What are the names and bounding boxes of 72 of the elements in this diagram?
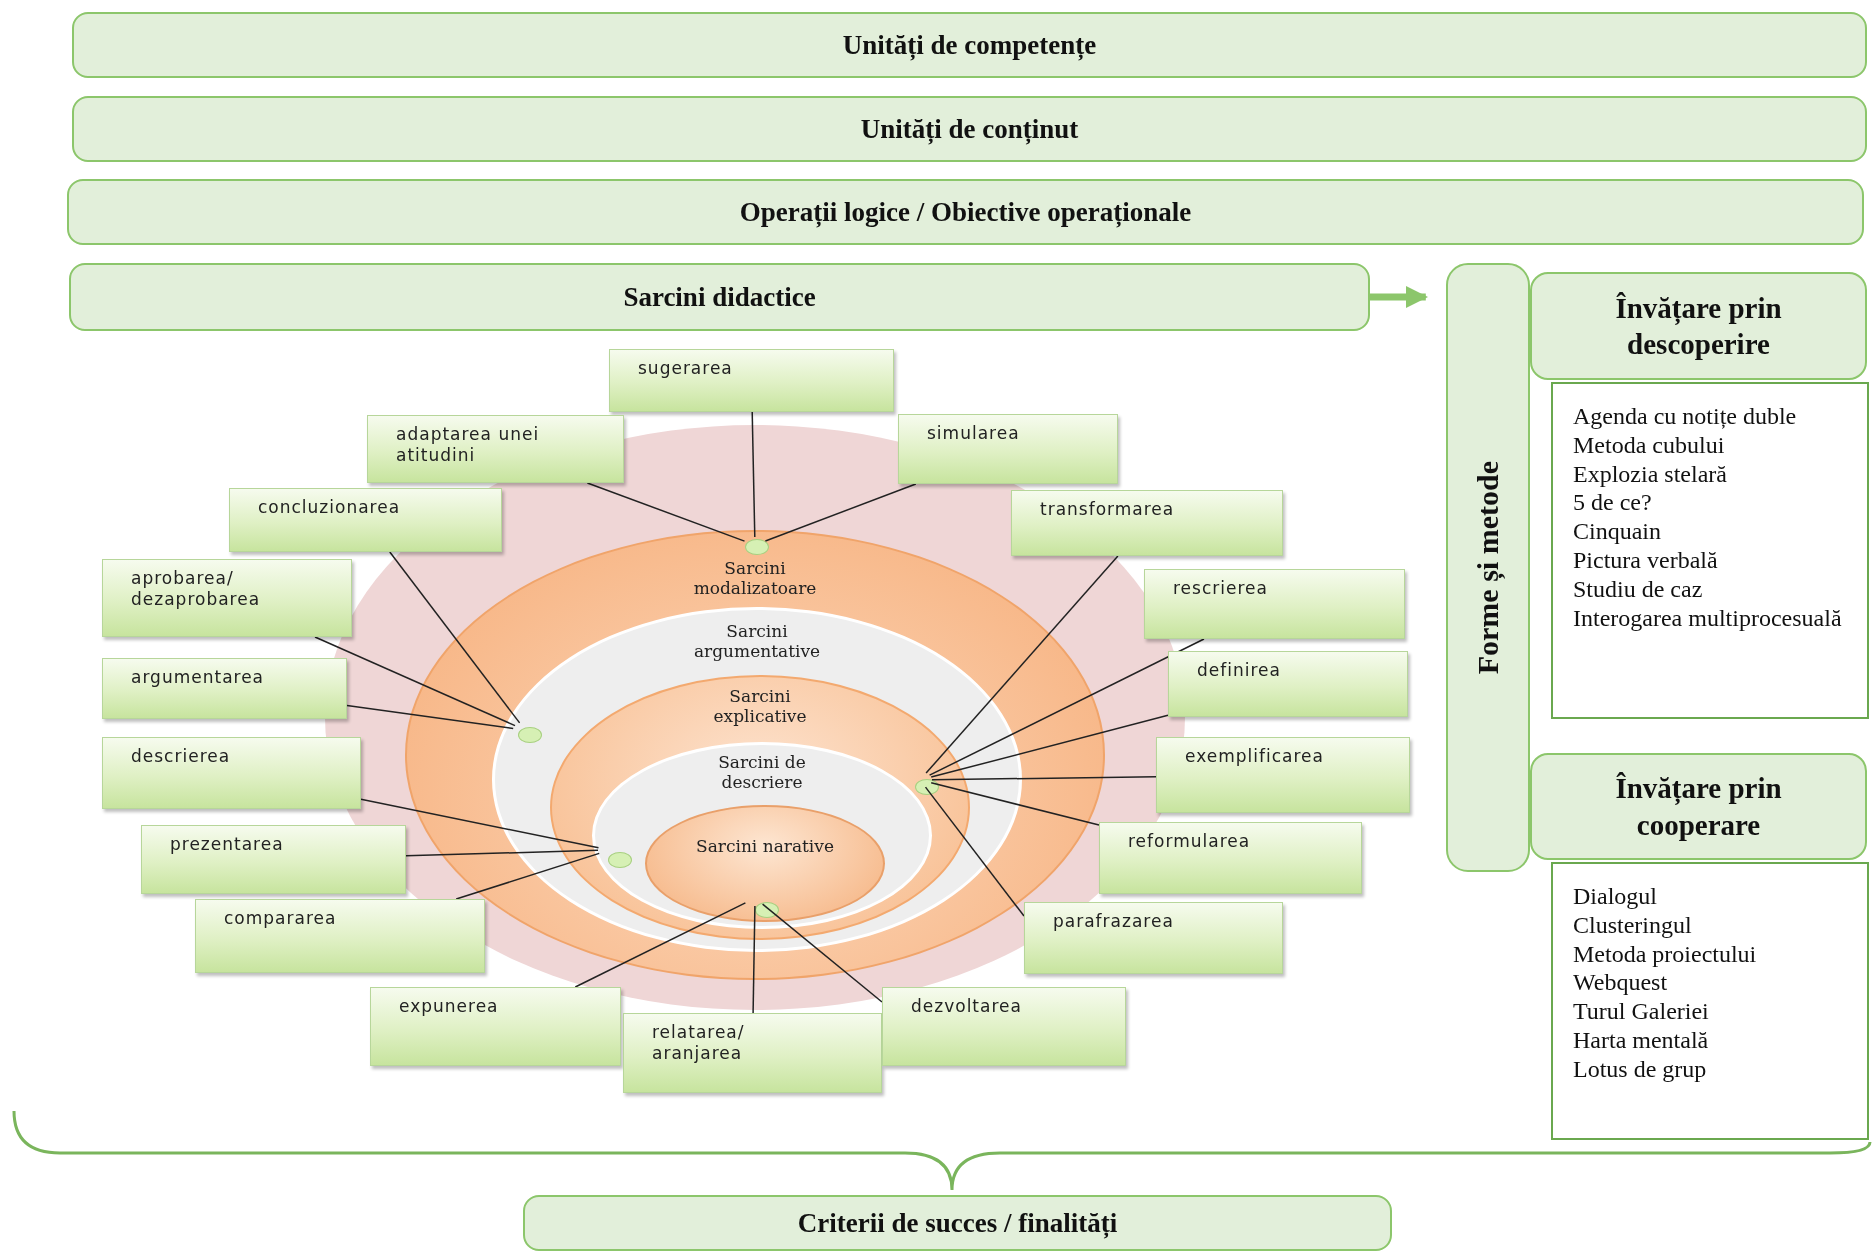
heading-banner: Învățare prin descoperire bbox=[1530, 272, 1867, 380]
tag-box: relatarea/ aranjarea bbox=[623, 1013, 882, 1093]
list-item: Agenda cu notițe duble bbox=[1573, 402, 1798, 431]
dot bbox=[518, 727, 542, 743]
dot bbox=[608, 852, 632, 868]
dot bbox=[745, 539, 769, 555]
arrow bbox=[1370, 285, 1429, 309]
banner: Unități de conținut bbox=[72, 96, 1867, 162]
banner: Criterii de succes / finalități bbox=[523, 1195, 1392, 1251]
list-item: Dialogul bbox=[1573, 882, 1658, 911]
list-item: Cinquain bbox=[1573, 517, 1662, 546]
list-item: Pictura verbală bbox=[1573, 546, 1719, 575]
tag-box: exemplificarea bbox=[1156, 737, 1410, 813]
ellipse-label: Sarcini argumentative bbox=[692, 622, 822, 662]
list-item: 5 de ce? bbox=[1573, 488, 1653, 518]
tag-box: transformarea bbox=[1011, 490, 1283, 556]
tag-box: concluzionarea bbox=[229, 488, 502, 552]
leader-line bbox=[405, 849, 599, 857]
leader-line bbox=[574, 902, 747, 988]
tag-box: definirea bbox=[1168, 651, 1408, 717]
tag-box: expunerea bbox=[370, 987, 621, 1066]
leader-line bbox=[764, 483, 917, 542]
list-item: Webquest bbox=[1573, 968, 1669, 998]
leader-line bbox=[346, 704, 514, 730]
list-item: Explozia stelară bbox=[1573, 459, 1728, 489]
tag-box: adaptarea unei atitudini bbox=[367, 415, 624, 483]
tag-box: reformularea bbox=[1099, 822, 1362, 894]
vertical-heading: Forme și metode bbox=[1471, 460, 1505, 675]
leader-line bbox=[931, 775, 1157, 781]
list-item: Metoda cubului bbox=[1573, 430, 1726, 460]
list-item: Clusteringul bbox=[1573, 910, 1693, 940]
leader-line bbox=[930, 782, 1100, 826]
list-panel bbox=[1551, 862, 1869, 1140]
tag-box: dezvoltarea bbox=[882, 987, 1126, 1066]
ellipse-label: Sarcini de descriere bbox=[717, 753, 807, 793]
ellipse-label: Sarcini explicative bbox=[712, 687, 808, 727]
list-item: Turul Galeriei bbox=[1573, 997, 1710, 1026]
leader-line bbox=[925, 555, 1119, 774]
leader-line bbox=[360, 798, 600, 849]
list-item: Studiu de caz bbox=[1573, 574, 1704, 604]
leader-line bbox=[930, 714, 1169, 778]
tag-box: descrierea bbox=[102, 737, 361, 809]
leader-line bbox=[389, 551, 521, 724]
side-banner bbox=[1446, 263, 1530, 872]
tag-box: aprobarea/ dezaprobarea bbox=[102, 559, 352, 637]
list-panel bbox=[1551, 382, 1869, 719]
tag-box: prezentarea bbox=[141, 825, 406, 894]
tag-box: simularea bbox=[898, 414, 1118, 484]
tag-box: argumentarea bbox=[102, 658, 347, 719]
list-item: Harta mentală bbox=[1573, 1026, 1710, 1055]
heading-banner: Învățare prin cooperare bbox=[1530, 753, 1867, 860]
tag-box: sugerarea bbox=[609, 349, 894, 412]
list-item: Interogarea multiprocesuală bbox=[1573, 603, 1843, 633]
banner: Sarcini didactice bbox=[69, 263, 1370, 331]
leader-line bbox=[455, 852, 600, 900]
list-item: Metoda proiectului bbox=[1573, 939, 1758, 969]
tag-box: compararea bbox=[195, 899, 485, 973]
leader-line bbox=[928, 638, 1205, 776]
banner: Unități de competențe bbox=[72, 12, 1867, 78]
leader-line bbox=[752, 905, 756, 1014]
tag-box: parafrazarea bbox=[1024, 902, 1283, 974]
leader-line bbox=[761, 903, 883, 1003]
leader-line bbox=[314, 636, 516, 727]
ellipse-label: Sarcini modalizatoare bbox=[692, 559, 818, 599]
leader-line bbox=[924, 786, 1025, 917]
banner: Operații logice / Obiective operaționale bbox=[67, 179, 1864, 245]
leader-line bbox=[586, 482, 746, 542]
leader-line bbox=[751, 411, 756, 538]
tag-box: rescrierea bbox=[1144, 569, 1405, 639]
ellipse-label: Sarcini narative bbox=[695, 837, 835, 857]
dot bbox=[915, 779, 939, 795]
list-item: Lotus de grup bbox=[1573, 1054, 1708, 1084]
